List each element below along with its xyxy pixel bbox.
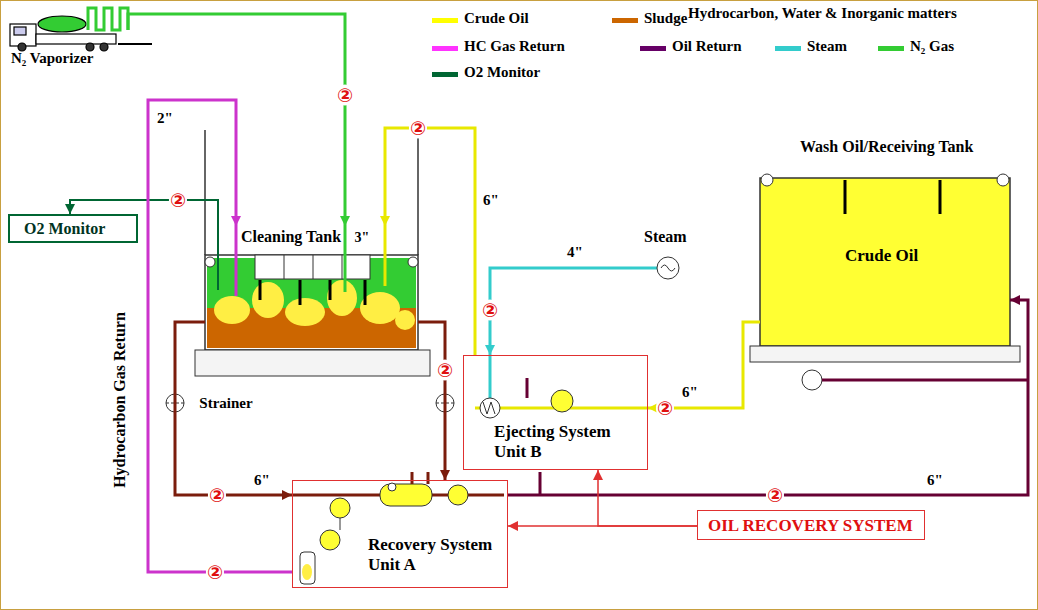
callout-number: ② [206,562,224,583]
pipe-label: 2" [157,110,173,127]
arrow-head [485,345,495,355]
node-title: Cleaning Tank [241,228,341,246]
legend-swatch [878,46,904,51]
pipe-line [418,322,445,480]
node-title: Recovery System Unit A [368,535,502,574]
cleaning-tank: Cleaning Tank [205,226,418,350]
arrow-head [340,216,350,226]
vaporizer-truck [10,8,155,51]
pipe-line [385,128,475,355]
node-title: N₂ Vaporizer [11,50,93,67]
pipe-connector [155,14,350,226]
legend-text: Steam [807,38,847,55]
pipe-line [598,470,697,526]
callout-number: ② [169,190,187,211]
legend-swatch [612,18,638,23]
pipe-label: 6" [682,384,698,401]
pipe-connector [418,322,450,480]
node-title: OIL RECOVERY SYSTEM [708,516,913,536]
pipe-label: 3" [355,230,370,245]
pipe-label: Hydrocarbon, Water & Inorganic matters [688,5,957,22]
node-title: Wash Oil/Receiving Tank [800,138,973,156]
pipe-connector [508,295,1028,495]
legend-text: O2 Monitor [464,64,540,81]
callout-number: ② [481,300,499,321]
pipe-line [148,100,292,572]
line-label: Hydrocarbon Gas Return [111,312,129,488]
ejecting-unit-drawing [475,355,648,495]
callout-number: ② [766,485,784,506]
receiving-tank: Wash Oil/Receiving TankCrude Oil [760,128,1010,348]
recovery-unit: Recovery System Unit A [292,480,508,588]
callout-number: ② [208,485,226,506]
pipe-connector [175,322,292,500]
legend-swatch [432,46,458,51]
system-label-box: OIL RECOVERY SYSTEM [697,510,925,540]
strainer-symbol [166,394,454,412]
steam-source: Steam [632,226,702,282]
node-title: Steam [644,228,687,246]
callout-number: ② [436,360,454,381]
arrow-head [1010,295,1020,305]
pipe-connector [148,100,292,572]
pipe-line [155,14,345,226]
legend-swatch [775,46,801,51]
arrow-head [65,204,75,214]
pipe-line [648,322,760,408]
pipe-label: 6" [483,192,499,209]
wash-oil-tank-drawing [750,174,1028,390]
pipe-line [175,322,292,495]
vaporizer-node: N₂ Vaporizer [5,2,155,72]
ejecting-unit: Ejecting System Unit B [463,355,648,470]
pipe-connector [593,470,697,526]
legend-text: HC Gas Return [464,38,565,55]
pipe-label: Strainer [199,395,252,412]
legend-swatch [432,18,458,23]
pipe-connector [380,128,475,355]
pipe-line [508,300,1028,495]
node-title: O2 Monitor [24,220,105,238]
callout-number: ② [336,85,354,106]
callout-number: ② [409,118,427,139]
callout-number: ② [656,398,674,419]
legend-text: Oil Return [672,38,742,55]
monitor-box: O2 Monitor [8,214,138,243]
legend-swatch [640,46,666,51]
arrow-head [593,470,603,480]
node-title: Ejecting System Unit B [494,422,639,461]
pipe-label: 6" [254,472,270,489]
legend-text: N₂ Gas [910,38,954,55]
pipe-connector [485,268,632,355]
legend-text: Crude Oil [464,10,529,27]
arrow-head [231,216,241,226]
node-body: Crude Oil [845,246,918,266]
pipe-line [490,268,632,355]
steam-source [632,257,679,279]
arrow-head [508,521,518,531]
arrow-head [380,216,390,226]
legend-text: Sludge [644,10,687,27]
arrow-head [440,470,450,480]
pipe-label: 4" [567,244,583,261]
legend-swatch [432,72,458,77]
recovery-unit-drawing [292,472,504,584]
cleaning-tank-drawing [195,130,430,376]
pipe-label: 6" [927,472,943,489]
arrow-head [282,490,292,500]
